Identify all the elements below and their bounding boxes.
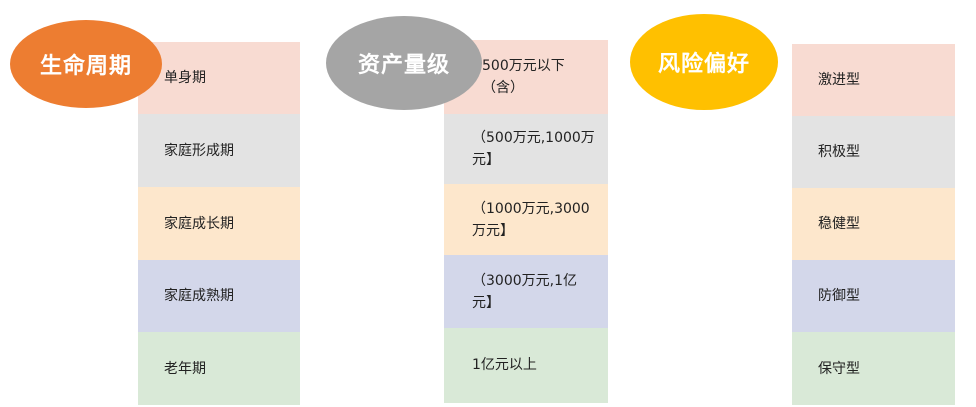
asset-level-item: 1亿元以上 xyxy=(444,328,608,403)
asset-level-item-label: （1000万元,3000 万元】 xyxy=(472,200,590,239)
risk-preference-item: 激进型 xyxy=(792,44,955,116)
risk-preference-item-label: 积极型 xyxy=(818,144,860,160)
risk-preference-item: 防御型 xyxy=(792,260,955,332)
asset-level-item: （500万元,1000万 元】 xyxy=(444,114,608,184)
lifecycle-item: 单身期 xyxy=(138,42,300,114)
asset-level-item: （1000万元,3000 万元】 xyxy=(444,184,608,255)
asset-level-item-label: （500万元,1000万 元】 xyxy=(472,130,595,168)
risk-preference-item-label: 保守型 xyxy=(818,360,860,377)
asset-level-badge: 资产量级 xyxy=(326,16,482,110)
risk-preference-item: 保守型 xyxy=(792,332,955,405)
asset-level-item: （3000万元,1亿 元】 xyxy=(444,255,608,328)
lifecycle-badge: 生命周期 xyxy=(10,20,162,108)
lifecycle-item: 家庭成熟期 xyxy=(138,260,300,332)
lifecycle-item-label: 家庭形成期 xyxy=(164,142,234,159)
lifecycle-item-label: 家庭成熟期 xyxy=(164,288,234,304)
asset-level-item-label: （3000万元,1亿 元】 xyxy=(472,272,577,311)
risk-preference-item: 积极型 xyxy=(792,116,955,188)
asset-level-badge-label: 资产量级 xyxy=(357,53,450,78)
risk-preference-badge-label: 风险偏好 xyxy=(657,52,750,77)
lifecycle-item-label: 老年期 xyxy=(164,360,206,377)
risk-preference-item-label: 防御型 xyxy=(818,288,860,304)
asset-level-item-label: 1亿元以上 xyxy=(472,357,537,373)
lifecycle-item: 老年期 xyxy=(138,332,300,405)
risk-preference-item-label: 稳健型 xyxy=(818,216,860,232)
lifecycle-badge-label: 生命周期 xyxy=(39,54,132,79)
risk-preference-item-label: 激进型 xyxy=(818,72,860,88)
risk-preference-badge: 风险偏好 xyxy=(630,14,778,110)
lifecycle-item: 家庭成长期 xyxy=(138,187,300,260)
risk-preference-item: 稳健型 xyxy=(792,188,955,260)
lifecycle-item-label: 单身期 xyxy=(164,70,206,86)
lifecycle-item: 家庭形成期 xyxy=(138,114,300,187)
asset-level-item-label: 500万元以下 （含） xyxy=(482,58,565,96)
lifecycle-item-label: 家庭成长期 xyxy=(164,215,234,232)
